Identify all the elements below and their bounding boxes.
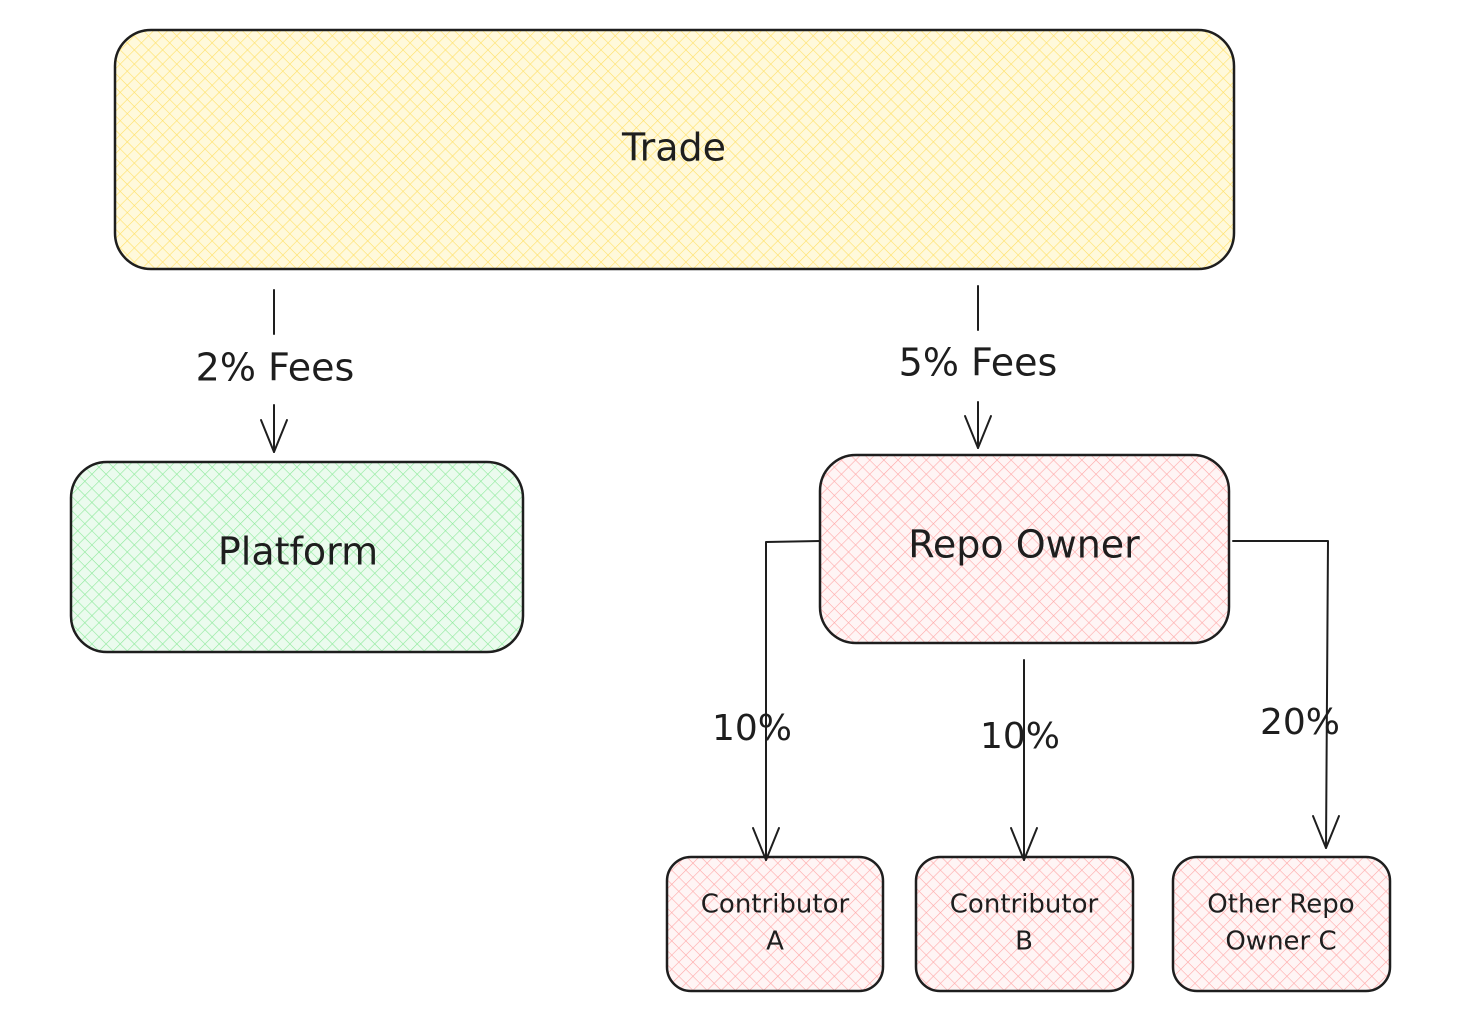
other-owner-c-label-line1: Other Repo [1207,890,1354,920]
other-owner-c-box [1171,855,1392,993]
platform-label: Platform [218,530,378,574]
edge-repo-owner-to-other-owner-c-arrowhead [1312,815,1340,849]
edge-repo-owner-to-contributor-a: 10% [712,540,821,861]
repo-owner-box [818,453,1231,645]
platform-node[interactable]: Platform [69,460,525,654]
contributor-a-node[interactable]: Contributor A [665,855,885,993]
trade-box [113,28,1236,271]
edge-repo-owner-to-contributor-a-arrowhead [752,827,780,861]
edge-repo-owner-to-other-owner-c-line [1232,540,1329,849]
other-owner-c-label-line2: Owner C [1225,927,1336,957]
platform-box [69,460,525,654]
edge-repo-owner-to-contributor-b-arrowhead [1010,827,1038,861]
contributor-a-label-line2: A [766,927,784,957]
edge-trade-to-repo-owner-arrowhead [964,415,992,449]
edge-repo-owner-to-contributor-a-line [765,540,821,861]
contributor-b-label-line1: Contributor [950,890,1099,920]
repo-owner-label: Repo Owner [908,523,1140,567]
contributor-b-box [914,855,1135,993]
edge-trade-to-platform-arrowhead [260,419,288,453]
edge-repo-owner-to-contributor-b: 10% [980,659,1060,861]
edge-repo-owner-to-contributor-b-label: 10% [980,716,1060,757]
edge-repo-owner-to-other-owner-c: 20% [1232,540,1340,849]
trade-label: Trade [621,126,726,170]
repo-owner-node[interactable]: Repo Owner [818,453,1231,645]
other-owner-c-node[interactable]: Other Repo Owner C [1171,855,1392,993]
edge-repo-owner-to-other-owner-c-label: 20% [1260,702,1340,743]
trade-node[interactable]: Trade [113,28,1236,271]
edge-trade-to-platform: 2% Fees [196,289,355,453]
edge-repo-owner-to-contributor-a-label: 10% [712,708,792,749]
contributor-b-node[interactable]: Contributor B [914,855,1135,993]
edge-trade-to-repo-owner: 5% Fees [899,285,1058,449]
edge-trade-to-platform-label: 2% Fees [196,346,355,390]
contributor-a-box [665,855,885,993]
contributor-b-label-line2: B [1015,927,1033,957]
contributor-a-label-line1: Contributor [701,890,850,920]
edge-trade-to-repo-owner-label: 5% Fees [899,341,1058,385]
